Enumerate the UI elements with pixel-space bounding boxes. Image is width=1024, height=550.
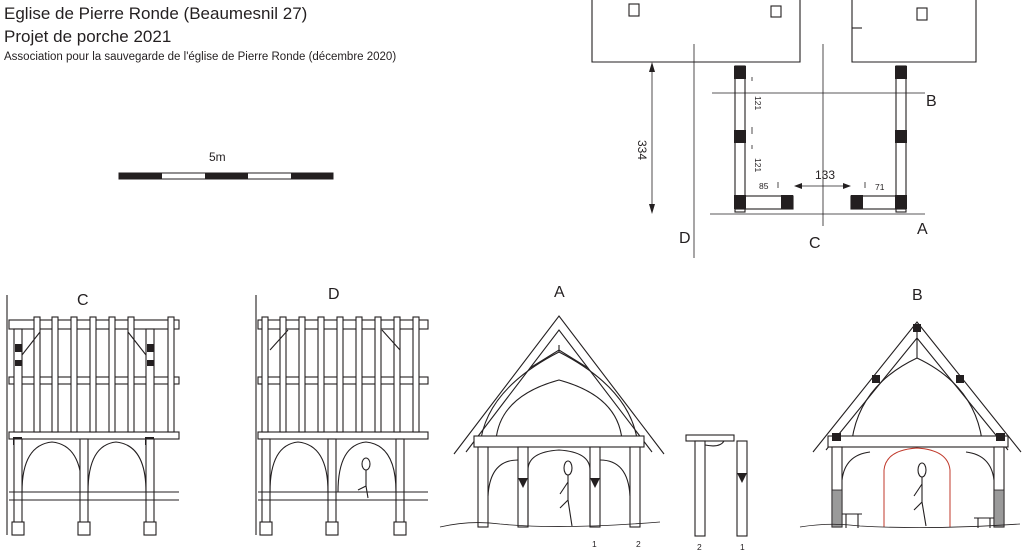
elevation-b: B [799,287,1022,528]
porch-plan: 334 133 121 121 85 71 B A C D [591,0,977,258]
dim-bay1: 121 [753,96,763,110]
scale-label: 5m [209,150,226,164]
post-details: 2 1 [685,434,748,550]
elevation-b-label: B [912,287,923,304]
elevation-c: C [6,292,180,536]
dim-opening: 133 [815,168,835,182]
drawing-project: Projet de porche 2021 [4,27,172,46]
plan-section-a: A [917,221,928,238]
post-mark-3: 2 [697,542,702,550]
post-mark-1: 1 [592,539,597,549]
post-mark-4: 1 [740,542,745,550]
elevation-d: D [255,286,429,536]
plan-section-c: C [809,235,821,252]
plan-section-b: B [926,93,937,110]
elevation-a-label: A [554,284,565,301]
dim-right-pier: 71 [875,182,885,192]
drawing-subtitle: Association pour la sauvegarde de l'égli… [4,51,397,63]
plan-section-d: D [679,230,691,247]
elevation-c-label: C [77,292,89,309]
dim-left-pier: 85 [759,181,769,191]
elevation-d-label: D [328,286,340,303]
post-mark-2: 2 [636,539,641,549]
scale-bar: 5m [118,150,334,180]
drawing-title: Eglise de Pierre Ronde (Beaumesnil 27) [4,4,308,23]
elevation-a: A 1 2 [439,284,665,549]
dim-bay2: 121 [753,158,763,172]
dim-depth: 334 [635,140,649,160]
